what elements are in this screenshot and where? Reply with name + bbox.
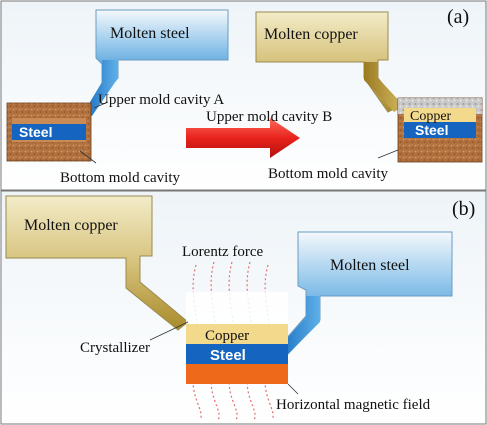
molten-steel-label-b: Molten steel [330,257,410,274]
leader-bottom-cavity-right [377,149,399,159]
panel-a-tag: (a) [447,6,469,28]
field-layer-b [186,364,288,384]
crystallizer-label: Crystallizer [80,340,150,356]
upper-cavity-b-label: Upper mold cavity B [206,109,332,125]
leader-upper-cavity-a [93,101,109,109]
steel-label-b: Steel [210,347,246,364]
molten-copper-label-b: Molten copper [24,217,118,234]
lorentz-force-label: Lorentz force [182,244,264,260]
copper-label-b: Copper [205,328,249,344]
bottom-cavity-label-right: Bottom mold cavity [268,166,388,182]
magnetic-field-label: Horizontal magnetic field [276,397,431,413]
molten-copper-label: Molten copper [264,26,358,43]
upper-cavity-a-label: Upper mold cavity A [98,92,224,108]
bottom-cavity-label-left: Bottom mold cavity [60,170,180,186]
copper-label-right: Copper [410,109,452,124]
leader-crystallizer [149,321,189,341]
molten-copper-stream [364,62,404,112]
panel-b-tag: (b) [452,198,475,220]
copper-layer-right [404,108,476,122]
crystallizer-space [186,292,288,324]
molten-steel-stream-b [278,296,320,356]
process-arrow [186,118,300,158]
steel-layer-b [186,344,288,364]
molten-steel-stream [84,60,118,116]
steel-label-left: Steel [19,124,52,140]
steel-layer-left [12,124,86,140]
steel-layer-right [404,122,476,138]
steel-label-right: Steel [415,122,448,138]
copper-layer-b [186,324,288,344]
leader-magnetic-field [287,383,299,395]
molten-steel-label: Molten steel [110,25,190,42]
leader-bottom-cavity-left [79,150,97,164]
